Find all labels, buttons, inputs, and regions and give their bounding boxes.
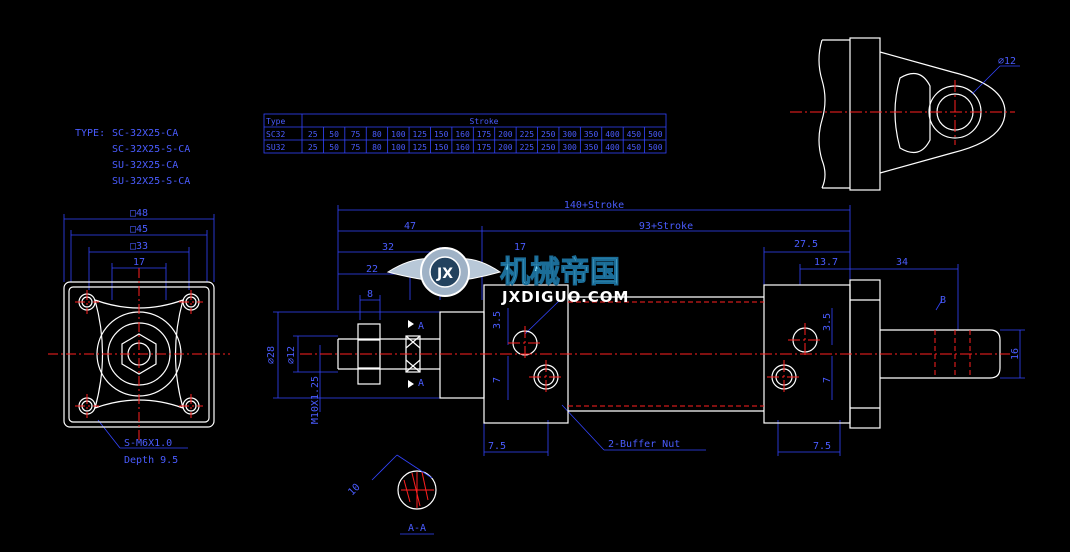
side-dim-16: 16 <box>1010 348 1021 360</box>
side-dim-93: 93+Stroke <box>639 221 693 232</box>
table-cell: 400 <box>605 130 620 139</box>
table-cell: 500 <box>648 130 663 139</box>
stroke-table: Type Stroke SC32 SU32 25 50 75 80 100 125 150 1… <box>263 113 667 154</box>
table-cell: 50 <box>329 130 339 139</box>
side-dim-7-right: 7 <box>822 377 833 383</box>
side-dim-13-7: 13.7 <box>814 257 838 268</box>
type-model-4: SU-32X25-S-CA <box>112 176 190 187</box>
type-model-2: SC-32X25-S-CA <box>112 144 190 155</box>
section-mark-a-bottom: A <box>418 378 424 389</box>
type-model-3: SU-32X25-CA <box>112 160 178 171</box>
side-dim-8: 8 <box>367 289 373 300</box>
table-cell: 75 <box>351 130 361 139</box>
table-cell: 175 <box>477 143 492 152</box>
table-cell: 50 <box>329 143 339 152</box>
table-row1-type: SC32 <box>266 130 285 139</box>
table-cell: 25 <box>308 130 318 139</box>
section-a-a: 10 A-A <box>346 454 437 535</box>
table-cell: 350 <box>584 143 599 152</box>
clevis-dim-d12: ⌀12 <box>998 56 1016 67</box>
side-dim-47: 47 <box>404 221 416 232</box>
view-mark-b: B <box>940 295 946 306</box>
side-dim-d12: ⌀12 <box>286 346 297 364</box>
table-col1-header: Type <box>266 117 285 126</box>
side-buffer-note: 2-Buffer Nut <box>608 439 680 450</box>
type-block: TYPE: SC-32X25-CA SC-32X25-S-CA SU-32X25… <box>75 128 190 187</box>
table-cell: 500 <box>648 143 663 152</box>
side-dim-7-left: 7 <box>492 377 503 383</box>
side-dim-7-5-left: 7.5 <box>488 441 506 452</box>
watermark-main: 机械帝国 <box>500 255 620 290</box>
side-dim-17: 17 <box>514 242 526 253</box>
table-cell: 300 <box>562 130 577 139</box>
table-cell: 25 <box>308 143 318 152</box>
table-cell: 450 <box>627 130 642 139</box>
table-cell: 75 <box>351 143 361 152</box>
table-col2-header: Stroke <box>470 117 499 126</box>
table-cell: 100 <box>391 130 406 139</box>
table-row2-type: SU32 <box>266 143 285 152</box>
table-cell: 80 <box>372 143 382 152</box>
watermark-logo: JX 机械帝国 JXDIGUO.COM <box>386 247 629 306</box>
front-dim-inner: □33 <box>130 241 148 252</box>
watermark-sub: JXDIGUO.COM <box>501 288 629 306</box>
side-dim-total: 140+Stroke <box>564 200 624 211</box>
table-cell: 225 <box>520 130 535 139</box>
table-cell: 250 <box>541 130 556 139</box>
table-cell: 400 <box>605 143 620 152</box>
side-dim-34: 34 <box>896 257 908 268</box>
side-dim-27-5: 27.5 <box>794 239 818 250</box>
table-cell: 160 <box>455 130 470 139</box>
front-depth-note: Depth 9.5 <box>124 455 178 466</box>
side-dim-7-5-right: 7.5 <box>813 441 831 452</box>
table-cell: 150 <box>434 143 449 152</box>
front-view: □48 □45 □33 17 S-M6X1.0 Depth 9.5 <box>48 208 230 466</box>
table-cell: 125 <box>413 130 428 139</box>
section-mark-a-top: A <box>418 321 424 332</box>
side-dim-3-5-right: 3.5 <box>822 313 833 331</box>
table-frame <box>263 113 667 154</box>
table-cell: 100 <box>391 143 406 152</box>
side-dim-d28: ⌀28 <box>266 346 277 364</box>
side-view: 140+Stroke 47 93+Stroke 32 22 17 8 27.5 … <box>266 200 1025 456</box>
table-cell: 450 <box>627 143 642 152</box>
table-cell: 80 <box>372 130 382 139</box>
watermark-emblem: JX <box>436 266 453 282</box>
section-label: A-A <box>408 523 426 534</box>
section-dim-10: 10 <box>346 482 362 498</box>
side-dim-22: 22 <box>366 264 378 275</box>
table-cell: 200 <box>498 143 513 152</box>
type-heading: TYPE: <box>75 128 105 139</box>
clevis-view: ⌀12 <box>790 37 1020 191</box>
table-cell: 175 <box>477 130 492 139</box>
side-dim-3-5-left: 3.5 <box>492 311 503 329</box>
table-cell: 160 <box>455 143 470 152</box>
side-dim-32: 32 <box>382 242 394 253</box>
table-cell: 225 <box>520 143 535 152</box>
side-thread-rod: M10X1.25 <box>310 376 321 424</box>
table-cell: 300 <box>562 143 577 152</box>
table-cell: 150 <box>434 130 449 139</box>
front-dim-17: 17 <box>133 257 145 268</box>
table-cell: 125 <box>413 143 428 152</box>
front-dim-mid: □45 <box>130 224 148 235</box>
type-model-1: SC-32X25-CA <box>112 128 178 139</box>
table-cell: 250 <box>541 143 556 152</box>
table-cell: 200 <box>498 130 513 139</box>
front-thread-note: S-M6X1.0 <box>124 438 172 449</box>
front-dim-outer: □48 <box>130 208 148 219</box>
table-cell: 350 <box>584 130 599 139</box>
